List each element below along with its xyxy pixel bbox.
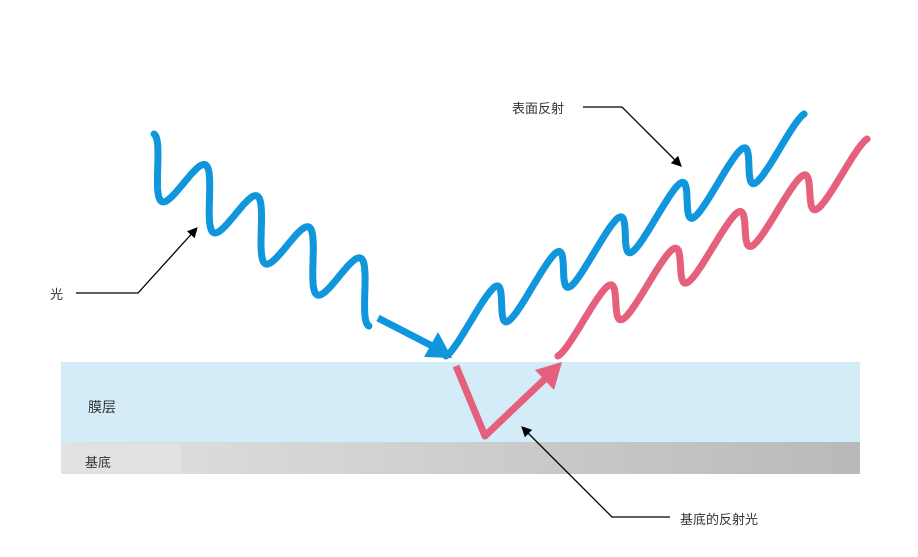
substrate-reflection-label: 基底的反射光 [680, 513, 759, 528]
substrate-reflection-callout-line [521, 426, 670, 518]
refracted-arrowhead [535, 362, 562, 390]
substrate-reflection-wave [554, 135, 871, 360]
substrate-label-bg [61, 444, 181, 474]
incident-light-arrowhead [424, 332, 452, 358]
surface-reflection-callout-line [583, 106, 682, 167]
substrate-layer [61, 442, 860, 474]
light-label: 光 [50, 288, 64, 303]
incident-light-wave [150, 130, 373, 330]
refracted-path-in-film [452, 364, 551, 440]
surface-reflection-label: 表面反射 [512, 102, 565, 117]
film-layer-label: 膜层 [88, 400, 116, 416]
incident-light-arrow-shaft [376, 314, 442, 354]
substrate-label: 基底 [85, 456, 112, 471]
surface-reflection-wave [442, 110, 808, 360]
light-callout-line [76, 227, 198, 294]
